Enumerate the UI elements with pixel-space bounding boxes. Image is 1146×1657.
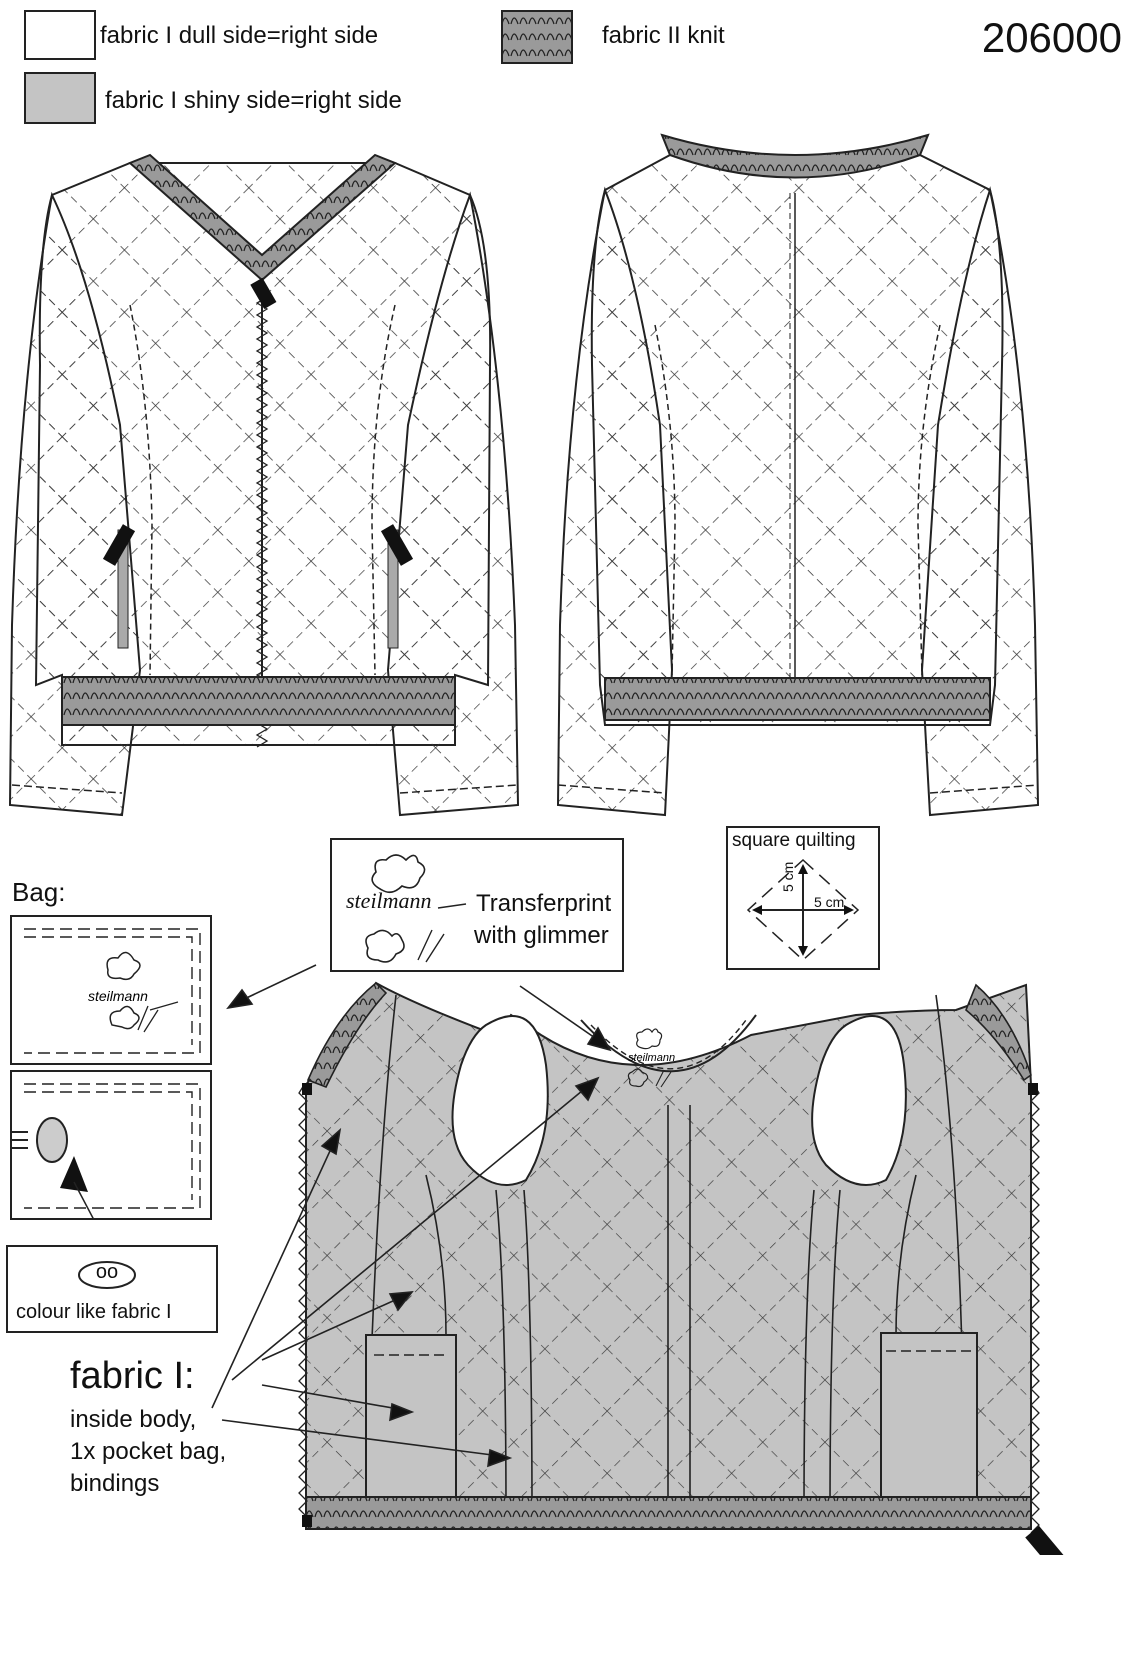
bag-front: steilmann (10, 915, 212, 1065)
quilting-title: square quilting (732, 830, 856, 851)
legend-label-dull: fabric I dull side=right side (100, 22, 379, 49)
quilting-dim-horizontal: 5 cm (814, 894, 845, 910)
jacket-inside-view: steilmann (298, 981, 1065, 1555)
button-caption: colour like fabric I (16, 1301, 172, 1323)
jacket-back-view (556, 133, 1040, 817)
flower-logo-icon (106, 951, 179, 1033)
legend-swatch-dull (24, 10, 96, 60)
transfer-line-2: with glimmer (474, 922, 609, 949)
jacket-front-view (8, 153, 520, 817)
button-note-box: oo colour like fabric I (6, 1245, 218, 1333)
quilting-box: square quilting 5 cm 5 cm (726, 826, 880, 970)
fabric-note-heading: fabric I: (70, 1355, 195, 1397)
arrow-up-icon (60, 1156, 88, 1192)
transfer-logo-text: steilmann (346, 888, 432, 913)
flower-logo-icon (365, 854, 467, 963)
inside-logo-text: steilmann (628, 1052, 675, 1064)
article-code: 206000 (981, 14, 1122, 61)
bag-button-icon (36, 1117, 68, 1163)
transferprint-box: steilmann Transferprint with glimmer (330, 838, 624, 972)
bag-back (10, 1070, 212, 1220)
fabric-note-line-3: bindings (70, 1470, 160, 1497)
transfer-line-1: Transferprint (476, 890, 612, 917)
legend-label-knit: fabric II knit (602, 22, 725, 49)
button-label: oo (95, 1261, 119, 1283)
legend-swatch-shiny (24, 72, 96, 124)
bag-title: Bag: (12, 877, 66, 907)
legend-swatch-knit (501, 10, 573, 64)
legend-label-shiny: fabric I shiny side=right side (105, 87, 402, 114)
fabric-note-line-2: 1x pocket bag, (70, 1438, 227, 1465)
flower-logo-icon (627, 1028, 672, 1088)
bag-logo-text: steilmann (88, 988, 148, 1004)
oval-button-icon (78, 1261, 136, 1289)
quilting-diagram (746, 858, 860, 962)
fabric-note-line-1: inside body, (70, 1406, 197, 1433)
